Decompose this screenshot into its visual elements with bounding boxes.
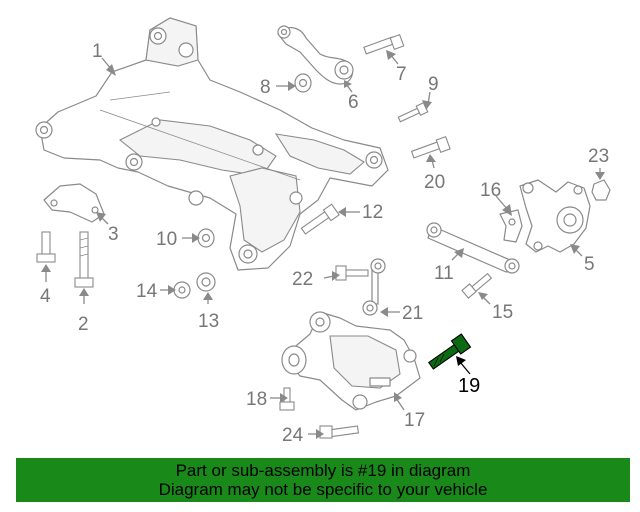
callout-10: 10 <box>156 229 177 250</box>
bolt-part-22 <box>335 265 369 281</box>
bolt-part-24 <box>319 425 360 439</box>
callout-14: 14 <box>136 281 158 302</box>
callout-labels: 1 2 3 4 5 6 7 8 9 10 11 12 13 14 15 16 1… <box>40 41 609 446</box>
callout-1: 1 <box>92 41 103 62</box>
callout-13: 13 <box>198 311 219 332</box>
bolt-part-9 <box>397 102 429 123</box>
lower-arm-part-17 <box>281 311 421 411</box>
callout-7: 7 <box>396 64 407 85</box>
callout-4: 4 <box>40 286 51 307</box>
callout-23: 23 <box>588 146 609 167</box>
bolt-part-12 <box>300 203 340 235</box>
callout-18: 18 <box>246 389 267 410</box>
callout-16: 16 <box>480 180 501 201</box>
callout-12: 12 <box>362 202 383 223</box>
parts-diagram: 1 2 3 4 5 6 7 8 9 10 11 12 13 14 15 16 1… <box>35 17 611 446</box>
info-banner: Part or sub-assembly is #19 in diagram D… <box>16 458 630 502</box>
callout-2: 2 <box>78 314 89 335</box>
callout-21: 21 <box>402 303 423 324</box>
callout-22: 22 <box>292 269 313 290</box>
bolt-part-20 <box>410 135 451 159</box>
leader-lines <box>41 50 605 439</box>
callout-17: 17 <box>404 410 425 431</box>
callout-5: 5 <box>584 254 595 275</box>
upper-arm-part-6 <box>277 25 354 85</box>
banner-line-disclaimer: Diagram may not be specific to your vehi… <box>158 480 488 499</box>
callout-6: 6 <box>348 92 359 113</box>
subframe-part-1 <box>35 17 389 271</box>
bolt-part-2 <box>74 231 94 288</box>
callout-19: 19 <box>458 375 480 397</box>
nut-part-14 <box>173 281 191 299</box>
bracket-part-3 <box>43 183 105 223</box>
nut-part-23 <box>591 179 611 201</box>
callout-11: 11 <box>434 263 454 284</box>
callout-15: 15 <box>492 302 513 323</box>
link-part-11 <box>426 222 520 274</box>
bolt-part-15 <box>461 272 493 299</box>
knuckle-part-5 <box>519 179 591 253</box>
bolt-part-4 <box>36 231 56 263</box>
callout-3: 3 <box>108 224 119 245</box>
callout-9: 9 <box>428 74 439 95</box>
bushing-part-10 <box>197 228 215 248</box>
callout-8: 8 <box>260 77 271 98</box>
callout-24: 24 <box>282 425 304 446</box>
bolt-part-19-highlighted <box>428 333 472 370</box>
banner-line-part-info: Part or sub-assembly is #19 in diagram <box>175 461 471 480</box>
bolt-part-7 <box>363 33 405 55</box>
nut-part-8 <box>294 73 312 93</box>
endlink-part-21 <box>362 258 386 316</box>
bracket-part-16 <box>499 209 523 243</box>
bushing-part-13 <box>196 272 216 292</box>
callout-20: 20 <box>424 172 445 193</box>
